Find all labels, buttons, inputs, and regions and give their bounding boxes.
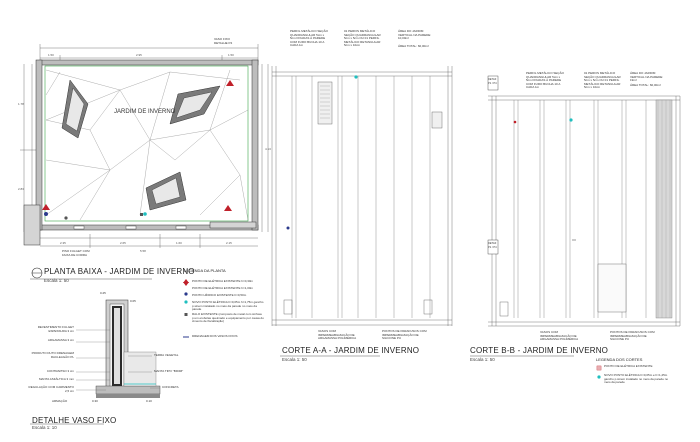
- detail-label: ARMAÇÃO: [52, 399, 68, 403]
- detail-dimension: 0.10: [146, 399, 152, 403]
- plan-points: [42, 80, 234, 220]
- detail-dimension: 0.05: [130, 299, 136, 303]
- section-a-note: PERFIL METÁLICO SEÇÃO QUADRANGULAR 5cm x…: [290, 29, 328, 48]
- svg-text:2.95: 2.95: [136, 53, 142, 57]
- section-a-note: VASOS COM IMPERMEABILIZAÇÃO DE ARGAMASSA…: [318, 329, 357, 341]
- section-a-scale: Escala 1: 50: [282, 357, 307, 362]
- section-b-note: PERFIL METÁLICO SEÇÃO QUADRANGULAR 5cm x…: [526, 71, 564, 90]
- detail-scale: Escala 1: 10: [32, 425, 57, 430]
- svg-text:4.13: 4.13: [265, 147, 271, 151]
- plan-green-boundary: [44, 65, 249, 222]
- section-b-scale: Escala 1: 50: [470, 357, 495, 362]
- section-a-title: CORTE A-A - JARDIM DE INVERNO: [282, 346, 420, 355]
- sections-legend-item: NOVO PONTO ELÉTRICA h=0,05m e h=1,25m ga…: [604, 373, 669, 385]
- detail-label: TERRA VEGETAL: [154, 353, 179, 357]
- detail-label: CONCRETA: [162, 385, 179, 389]
- svg-text:2.83: 2.83: [18, 187, 24, 191]
- plan-dimension-texts: 1.50 2.95 1.50 2.35 2.65 1.60 2.15 5.58 …: [18, 53, 271, 253]
- plan-legend-item: DRENAGEM DOS VASOS FIXOS: [192, 334, 238, 338]
- svg-text:1.50: 1.50: [48, 53, 54, 57]
- detail-dimension: 0.25: [100, 291, 106, 295]
- plan-legend-item: RALO EXISTENTE (composto de metal com si…: [192, 312, 264, 324]
- detail-label: CONTRAPISO 3 cm: [46, 369, 74, 373]
- section-b-note: PONTOS DE PARAFUSOS COM IMPERMEABILIZAÇÃ…: [610, 330, 655, 342]
- section-a-note: 01 PERFIS METÁLICO SEÇÃO QUADRANGULAR 5c…: [344, 29, 381, 48]
- plan-bottom-drains: [73, 225, 187, 230]
- section-a-note: ÁREA DO JARDIM VERTICAL NA PAREDE: 10,00…: [398, 29, 432, 41]
- detail-label: ARGAMASSA 3 cm: [47, 338, 74, 342]
- section-b-note: 01 PERFIS METÁLICO SEÇÃO QUADRANGULAR 5c…: [584, 71, 621, 90]
- plan-legend-item: NOVO PONTO ELÉTRICA h=0,05m h=1,75m ganc…: [192, 300, 264, 312]
- plan-planters: [61, 79, 221, 211]
- plan-scale: Escala 1: 50: [44, 278, 69, 283]
- svg-text:2.65: 2.65: [120, 241, 126, 245]
- plan-legend-item: PONTO DE ELÉTRICA EXISTENTE h=0,30m: [192, 279, 254, 283]
- plan-title: PLANTA BAIXA - JARDIM DE INVERNO: [44, 267, 195, 276]
- svg-text:2.15: 2.15: [226, 241, 232, 245]
- plan-legend-heading: LEGENDA DA PLANTA: [184, 268, 226, 273]
- section-b-note: VASOS COM IMPERMEABILIZAÇÃO DE ARGAMASSA…: [540, 330, 579, 342]
- svg-text:2.35: 2.35: [60, 241, 66, 245]
- detail-label: MANTA ASFÁLTICA 3 mm: [38, 377, 74, 381]
- section-a-note: ÁREA TOTAL: 60,00m²: [398, 44, 429, 48]
- detail-label: MANTA TIPO "BIDIM": [154, 369, 184, 373]
- section-b-note: ÁREA DO JARDIM VERTICAL NA PAREDE: 19m²: [630, 71, 664, 83]
- section-b-note: ÁREA TOTAL: 60,00m²: [630, 83, 661, 87]
- svg-text:1.78: 1.78: [18, 102, 24, 106]
- plan-paving-lines: [45, 69, 249, 221]
- detail-label: REVESTIMENTO FULGET ESPESSURA 3 cm: [37, 325, 74, 333]
- detail-label: REGULAÇÃO COM CARIMENTO 2,5 cm: [28, 385, 74, 393]
- plan-legend-item: PONTO HÍDRICO EXISTENTE h=0,50m: [192, 293, 247, 297]
- plan-walls: [23, 59, 259, 246]
- svg-text:5.58: 5.58: [140, 249, 146, 253]
- sections-legend-item: PONTO DE ELÉTRICA EXISTENTE: [604, 364, 653, 368]
- section-b-title: CORTE B-B - JARDIM DE INVERNO: [470, 346, 609, 355]
- plan-legend-item: PONTO DE ELÉTRICA EXISTENTE h=1,00m: [192, 286, 254, 290]
- svg-text:1.60: 1.60: [176, 241, 182, 245]
- plan-dimension-lines: [20, 44, 269, 248]
- plan-room-label: JARDIM DE INVERNO: [114, 109, 176, 115]
- svg-text:1.50: 1.50: [228, 53, 234, 57]
- detail-title: DETALHE VASO FIXO: [32, 416, 117, 425]
- section-a-note: PONTOS DE PARAFUSOS COM IMPERMEABILIZAÇÃ…: [382, 329, 427, 341]
- detail-dimension: 0.30: [92, 399, 98, 403]
- sections-legend-heading: LEGENDA DOS CORTES: [596, 357, 643, 362]
- detail-label: PRODUTO DUTO DRENAGEM RACLEAGÃO PL: [31, 351, 74, 359]
